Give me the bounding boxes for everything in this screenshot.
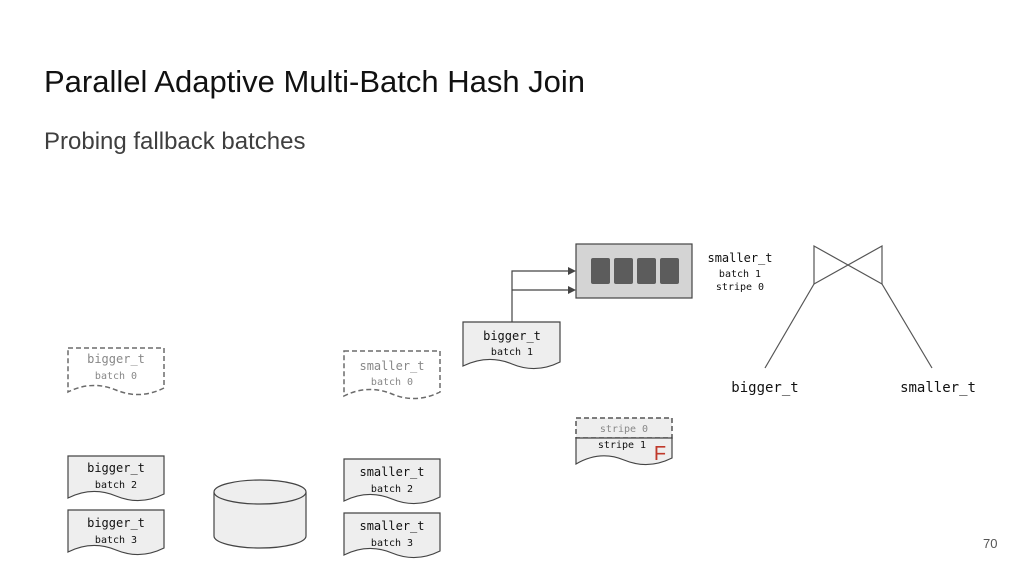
stripes-doc: stripe 0 stripe 1 F xyxy=(575,417,673,466)
doc-batch: batch 3 xyxy=(95,535,137,546)
doc-batch: batch 3 xyxy=(371,538,413,549)
page-number: 70 xyxy=(983,536,998,551)
hash-table-stripe: stripe 0 xyxy=(716,282,764,293)
hash-table xyxy=(575,243,693,299)
join-left-input: bigger_t xyxy=(731,380,798,396)
hash-table-label: smaller_t batch 1 stripe 0 xyxy=(707,251,772,293)
join-operator-icon xyxy=(764,244,933,369)
probe-doc-batch: batch 1 xyxy=(491,347,533,358)
fallback-flag: F xyxy=(654,443,666,465)
ghost-doc-batch: batch 0 xyxy=(371,377,413,388)
hash-bucket xyxy=(614,258,633,284)
database-icon xyxy=(213,479,307,549)
stripe-1-label: stripe 1 xyxy=(598,440,646,451)
doc-smaller-batch-2: smaller_t batch 2 xyxy=(343,458,441,505)
ghost-doc-smaller-batch-0: smaller_t batch 0 xyxy=(343,350,441,400)
doc-name: bigger_t xyxy=(87,461,145,475)
doc-name: bigger_t xyxy=(87,516,145,530)
ghost-doc-name: bigger_t xyxy=(87,352,145,366)
hash-table-batch: batch 1 xyxy=(719,269,761,280)
stripe-0-label: stripe 0 xyxy=(600,424,648,435)
doc-batch: batch 2 xyxy=(95,480,137,491)
join-right-input: smaller_t xyxy=(900,380,976,396)
stripe-1-box xyxy=(575,437,673,466)
hash-bucket xyxy=(660,258,679,284)
hash-bucket xyxy=(637,258,656,284)
probe-arrows xyxy=(511,267,576,322)
slide-subtitle: Probing fallback batches xyxy=(44,128,306,155)
hash-table-name: smaller_t xyxy=(707,251,772,265)
probe-arrow-upper xyxy=(511,270,570,322)
ghost-doc-name: smaller_t xyxy=(359,359,424,373)
hash-bucket xyxy=(591,258,610,284)
doc-name: smaller_t xyxy=(359,519,424,533)
ghost-doc-bigger-batch-0: bigger_t batch 0 xyxy=(67,347,165,396)
slide-title: Parallel Adaptive Multi-Batch Hash Join xyxy=(44,64,586,99)
doc-smaller-batch-3: smaller_t batch 3 xyxy=(343,512,441,559)
doc-name: smaller_t xyxy=(359,465,424,479)
doc-bigger-batch-3: bigger_t batch 3 xyxy=(67,509,165,556)
probe-doc-bigger-batch-1: bigger_t batch 1 xyxy=(462,321,561,370)
doc-bigger-batch-2: bigger_t batch 2 xyxy=(67,455,165,502)
ghost-doc-batch: batch 0 xyxy=(95,371,137,382)
arrowhead-lower xyxy=(568,286,576,294)
join-right-edge xyxy=(881,283,933,369)
probe-doc-name: bigger_t xyxy=(483,329,541,343)
arrowhead-upper xyxy=(568,267,576,275)
join-left-edge xyxy=(764,283,815,369)
doc-batch: batch 2 xyxy=(371,484,413,495)
